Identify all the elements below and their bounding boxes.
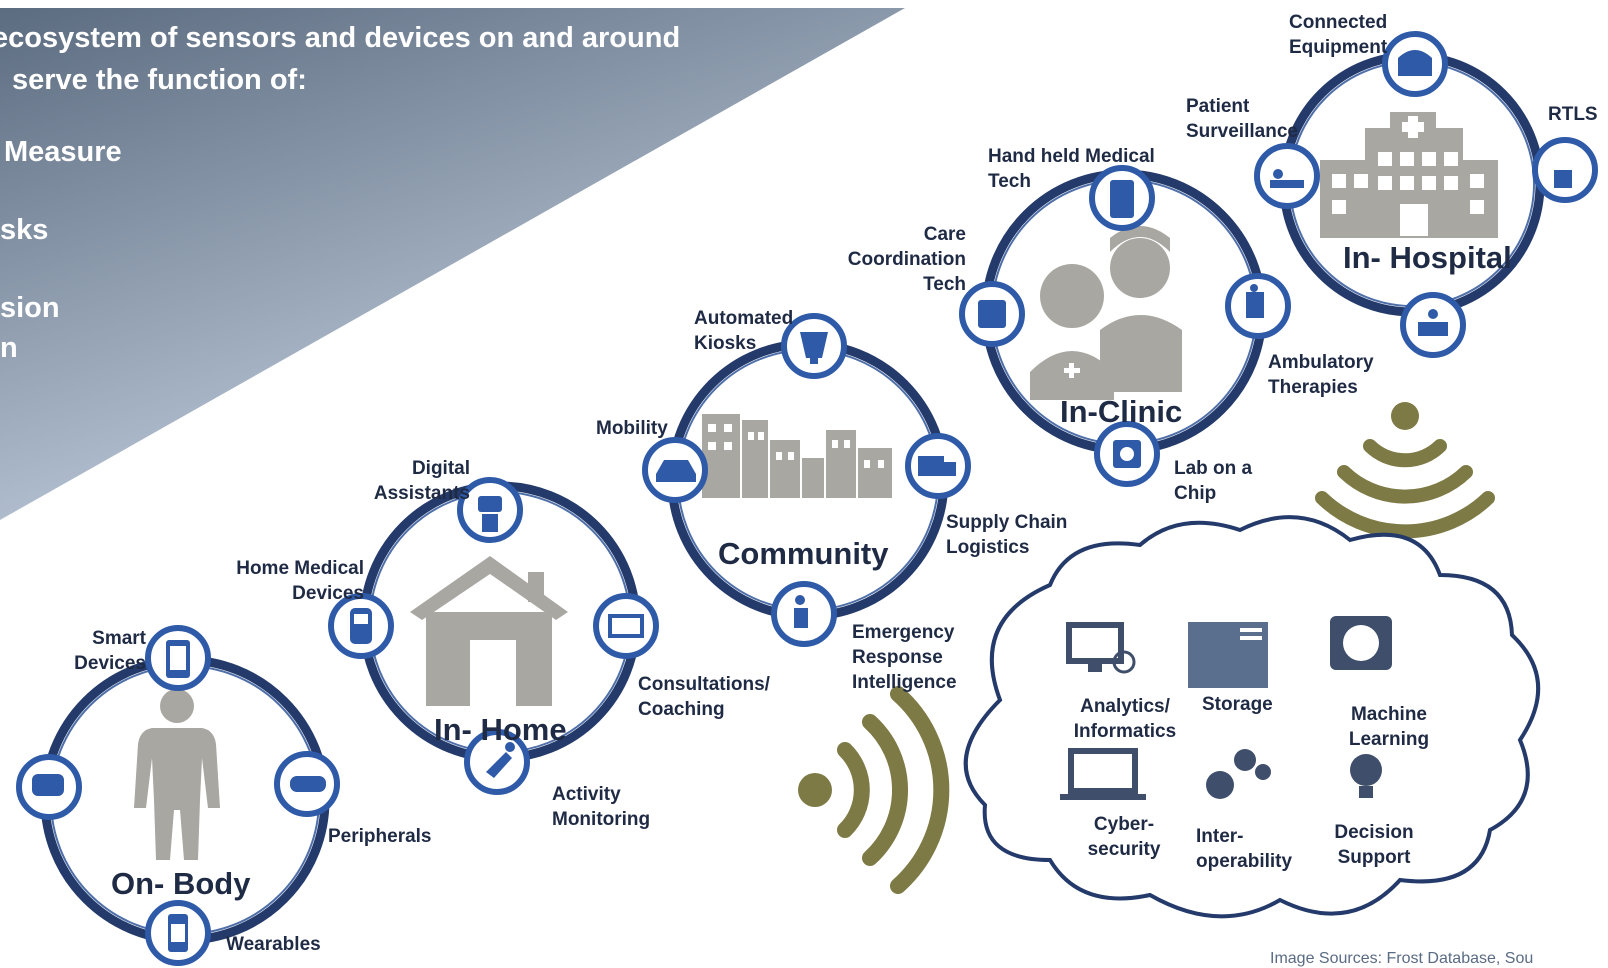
label-machine-learning: Machine Learning: [1348, 704, 1430, 750]
label-activity-monitoring: Activity Monitoring: [552, 784, 651, 830]
hospital-building-icon: [1320, 112, 1498, 238]
in-hospital-title: In- Hospital: [1343, 240, 1512, 275]
in-home-title: In- Home: [434, 712, 567, 747]
label-lab-on-a-chip: Lab on a Chip: [1174, 458, 1253, 504]
header-title-line1: ecosystem of sensors and devices on and …: [0, 22, 681, 54]
header-item-2: sks: [0, 214, 49, 246]
label-emergency-response-intelligence: Emergency Response Intelligence: [852, 622, 957, 693]
header-title: ecosystem of sensors and devices on and …: [0, 18, 680, 58]
label-rtls: RTLS: [1548, 104, 1598, 125]
label-consultations-coaching: Consultations/ Coaching: [638, 674, 770, 720]
on-body-title: On- Body: [111, 866, 251, 901]
doctor-nurse-icon: [1030, 226, 1182, 400]
city-skyline-icon: [702, 414, 892, 498]
label-connected-equipment: Connected Equipment: [1289, 12, 1388, 58]
label-ambulatory-therapies: Ambulatory Therapies: [1268, 352, 1374, 398]
label-home-medical-devices: Home Medical Devices: [236, 558, 364, 604]
human-body-icon: [134, 689, 220, 860]
header-item-1: Measure: [4, 136, 122, 168]
lightbulb-icon: [1350, 754, 1382, 798]
storage-icon: [1188, 622, 1268, 688]
label-peripherals: Peripherals: [328, 826, 432, 847]
cloud-shape: [963, 515, 1541, 919]
security-alert-icon: [1060, 748, 1146, 800]
label-care-coordination-tech: Care Coordination Tech: [847, 224, 966, 295]
gears-icon: [1206, 749, 1271, 799]
label-cybersecurity: Cyber- security: [1087, 814, 1161, 860]
label-interoperability: Inter- operability: [1196, 826, 1293, 872]
community-title: Community: [718, 536, 889, 571]
label-supply-chain-logistics: Supply Chain Logistics: [946, 512, 1068, 558]
header-subtitle: serve the function of:: [12, 60, 307, 100]
analytics-icon: [1066, 622, 1136, 674]
house-icon: [410, 556, 568, 706]
wireless-signal-right-icon: [798, 686, 950, 894]
header-banner: [0, 8, 905, 520]
label-smart-devices: Smart Devices: [74, 628, 146, 674]
header-subtitle-text: serve the function of:: [12, 64, 307, 96]
label-analytics-informatics: Analytics/ Informatics: [1073, 696, 1177, 742]
label-wearables: Wearables: [226, 934, 321, 955]
brain-chip-icon: [1330, 616, 1392, 670]
label-automated-kiosks: Automated Kiosks: [694, 308, 794, 354]
patient-bed-icon: [1254, 143, 1320, 209]
label-handheld-medical-tech: Hand held Medical Tech: [988, 146, 1155, 192]
label-decision-support: Decision Support: [1334, 822, 1414, 868]
in-clinic-title: In-Clinic: [1060, 394, 1183, 429]
label-storage: Storage: [1202, 694, 1273, 715]
image-source-credit: Image Sources: Frost Database, Sou: [1270, 950, 1534, 967]
header-item-3: sion: [0, 292, 60, 324]
label-digital-assistants: Digital Assistants: [373, 458, 470, 504]
wireless-signal-down-icon: [1315, 402, 1495, 539]
label-mobility: Mobility: [596, 418, 668, 439]
header-item-4: n: [0, 332, 18, 364]
label-patient-surveillance: Patient Surveillance: [1186, 96, 1298, 142]
